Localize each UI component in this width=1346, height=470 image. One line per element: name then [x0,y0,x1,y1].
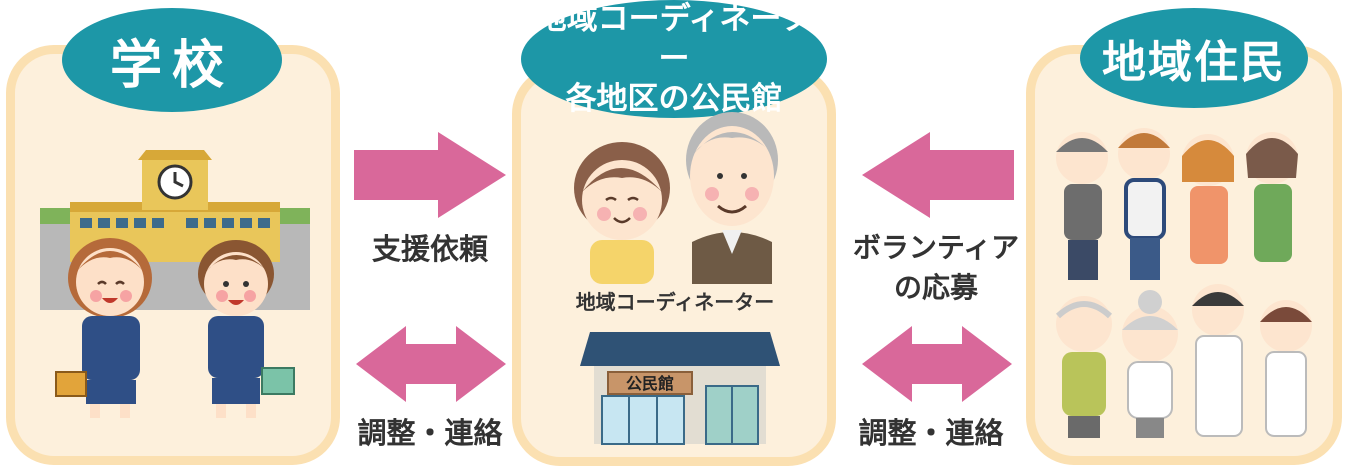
support-request-arrow [354,132,506,218]
volunteer-label-line2: の応募 [893,271,978,304]
resident-row-top [1056,128,1298,280]
volunteer-application-label: ボランティア の応募 [846,228,1026,308]
adjust-contact-double-arrow-left [356,326,506,402]
community-hall-illustration: 公民館 [580,332,780,445]
school-illustration [40,150,310,418]
residents-title-text: 地域住民 [1102,37,1286,88]
residents-illustration [1055,128,1312,438]
support-request-label: 支援依頼 [371,232,488,266]
school-title-text: 学校 [109,35,234,96]
center-title: 地域コーディネーター 各地区の公民館 [521,0,827,118]
hall-sign-text: 公民館 [626,374,674,393]
residents-title: 地域住民 [1080,8,1308,108]
adjust-contact-label-right: 調整・連絡 [858,416,1004,450]
adjust-contact-label-left: 調整・連絡 [357,416,503,450]
volunteer-application-arrow [862,132,1014,218]
adjust-contact-double-arrow-right [862,326,1012,402]
coordinator-caption: 地域コーディネーター [575,290,775,314]
coordinator-illustration [574,112,778,284]
center-title-line1: 地域コーディネーター [535,1,813,77]
resident-row-bottom [1055,284,1312,438]
school-title: 学校 [62,8,282,112]
volunteer-label-line1: ボランティア [852,231,1020,264]
center-title-line2: 各地区の公民館 [565,81,783,117]
